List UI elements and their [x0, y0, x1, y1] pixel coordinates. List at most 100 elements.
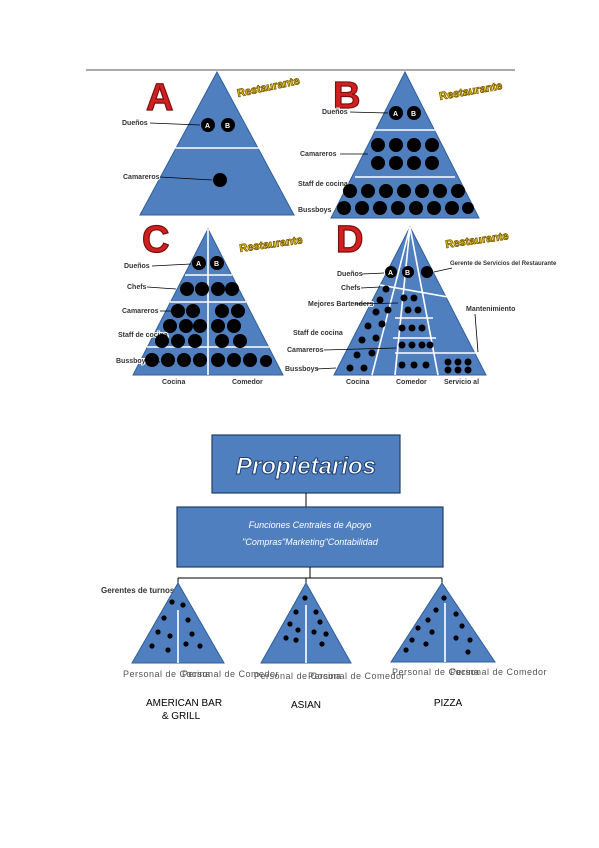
owner-b-label: B — [214, 261, 219, 268]
camarero-dot — [371, 156, 385, 170]
bottom-label-cocina: Cocina — [346, 379, 369, 386]
owner-a-dot — [201, 118, 215, 132]
mantenimiento-dot — [454, 358, 462, 366]
staff-dot — [425, 617, 431, 623]
staff-dot — [287, 621, 293, 627]
kitchen-dots — [346, 285, 392, 372]
chef-dot — [180, 282, 194, 296]
pyramid-d-band — [379, 284, 466, 301]
owner-b-label: B — [411, 111, 416, 118]
manager-dot — [180, 602, 186, 608]
dining-dots — [398, 294, 434, 369]
staff-dot — [409, 637, 415, 643]
staff-dot — [372, 308, 380, 316]
label-bussboys: Bussboys — [116, 358, 150, 365]
bussboy-dot — [227, 353, 241, 367]
camarero-dot — [389, 138, 403, 152]
camarero-dot — [418, 324, 426, 332]
chef-dot — [195, 282, 209, 296]
unit-asian-name: ASIAN — [291, 700, 321, 711]
staff-dot — [353, 351, 361, 359]
staff-dot — [186, 304, 200, 318]
leader-line — [361, 272, 385, 275]
staff-dot — [165, 647, 171, 653]
camarero-dot — [211, 319, 225, 333]
bussboy-dot — [422, 361, 430, 369]
staff-dot — [197, 643, 203, 649]
staff-dot — [323, 631, 329, 637]
leader-line — [349, 111, 389, 114]
leader-line — [315, 367, 337, 370]
camarero-dot — [215, 304, 229, 318]
staff-dot — [433, 184, 447, 198]
label-mantenimiento: Mantenimiento — [466, 306, 515, 313]
label-camareros: Camareros — [287, 347, 324, 354]
staff-dot — [368, 349, 376, 357]
staff-dot — [343, 184, 357, 198]
pyramid-b-letter: B — [333, 75, 360, 117]
staff-dot — [453, 635, 459, 641]
leader-line — [323, 347, 397, 351]
staff-dot — [163, 319, 177, 333]
pyramid-d: D Restaurante A B Dueños Chefs Mejores B… — [284, 218, 558, 387]
camarero-dot — [398, 324, 406, 332]
chef-dot — [382, 285, 390, 293]
bussboy-dot — [427, 201, 441, 215]
unit-pizza-right-label: Personal de Comedor — [450, 667, 547, 677]
camarero-dot — [231, 304, 245, 318]
camarero-dot — [233, 334, 247, 348]
unit-asian-left-label: Personal de Cocina — [254, 671, 342, 681]
staff-dot — [155, 629, 161, 635]
camareros-dots — [371, 138, 439, 170]
unit-pizza-left-label: Personal de Cocina — [392, 667, 480, 677]
unit-american: Personal de Cocina Personal de Comedor A… — [123, 581, 279, 722]
pyramid-a-brand: Restaurante — [236, 75, 301, 100]
bottom-label-servicio: Servicio al — [444, 379, 479, 386]
staff-dot — [155, 334, 169, 348]
owners-title: Propietarios — [236, 453, 376, 480]
bussboy-dot — [355, 201, 369, 215]
staff-dot — [358, 336, 366, 344]
owner-a-dot — [385, 266, 397, 278]
owner-a-label: A — [205, 123, 210, 130]
staff-dot — [429, 629, 435, 635]
staff-dot — [179, 319, 193, 333]
staff-dot — [313, 609, 319, 615]
camarero-dot — [408, 341, 416, 349]
unit-pizza: Personal de Cocina Personal de Comedor P… — [390, 582, 547, 709]
bussboy-dot — [177, 353, 191, 367]
owner-b-dot — [221, 118, 235, 132]
camarero-dot — [425, 138, 439, 152]
bottom-label-cocina: Cocina — [162, 379, 185, 386]
staff-dot — [361, 184, 375, 198]
service-dots — [444, 358, 472, 374]
bartender-dot — [404, 306, 412, 314]
bussboy-dot — [360, 364, 368, 372]
staff-dot — [317, 619, 323, 625]
central-functions-box — [176, 506, 444, 568]
left-staff-dots — [145, 304, 207, 367]
bussboy-dot — [145, 353, 159, 367]
staff-dot — [183, 641, 189, 647]
label-staff-de-cocina: Staff de cocina — [118, 332, 168, 339]
staff-dot — [188, 334, 202, 348]
camarero-dot — [215, 334, 229, 348]
camarero-dot — [407, 138, 421, 152]
staff-dot — [193, 319, 207, 333]
owners-box — [211, 434, 401, 494]
leader-line — [149, 122, 201, 126]
staff-dot — [423, 641, 429, 647]
label-staff-de-cocina: Staff de cocina — [293, 330, 343, 337]
label-dueños: Dueños — [124, 263, 150, 270]
pyramid-a: A Restaurante A B Dueños Camareros — [121, 70, 301, 216]
staff-dot — [379, 184, 393, 198]
label-bartenders: Mejores Bartenders — [308, 301, 373, 308]
bottom-label-comedor: Comedor — [396, 379, 427, 386]
pyramid-b: B Restaurante A B Dueños Camareros Staff… — [297, 70, 504, 219]
bussboy-dot — [193, 353, 207, 367]
owner-a-dot — [192, 256, 206, 270]
label-bussboys: Bussboys — [298, 207, 332, 214]
staff-dot — [415, 184, 429, 198]
staff-dot — [378, 320, 386, 328]
staff-dot — [403, 647, 409, 653]
